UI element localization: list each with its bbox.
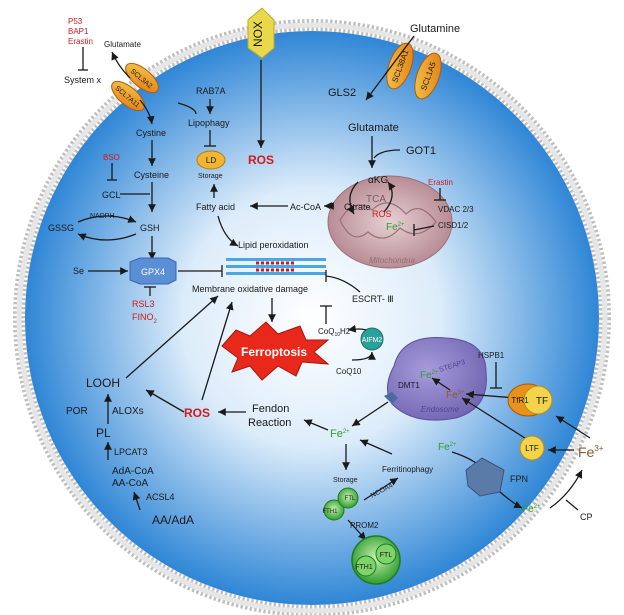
- glutamine-label: Glutamine: [410, 23, 460, 35]
- svg-text:Ferroptosis: Ferroptosis: [241, 345, 307, 359]
- fe3-endosome-label: Fe3+: [446, 390, 465, 401]
- scl38a1-transporter: SCL38A1: [386, 42, 414, 90]
- svg-text:AIFM2: AIFM2: [362, 337, 383, 344]
- fe3-outside-label: Fe3+: [578, 444, 604, 460]
- hspb1-label: HSPB1: [478, 351, 505, 360]
- cisd-label: CISD1/2: [438, 221, 469, 230]
- storage-bottom-label: Storage: [333, 477, 358, 484]
- gls2-label: GLS2: [328, 87, 356, 99]
- glutamate-left-label: Glutamate: [104, 40, 141, 49]
- coq10-label: CoQ10: [336, 367, 362, 376]
- aifm2-enzyme: AIFM2: [360, 327, 384, 351]
- fe2-fpn-label: Fe2+: [438, 442, 457, 453]
- citrate-label: Citrate: [344, 202, 371, 212]
- gsh-label: GSH: [140, 223, 160, 233]
- ros-top-label: ROS: [248, 153, 274, 167]
- cysteine-label: Cysteine: [134, 170, 169, 180]
- ros-bottom-label: ROS: [184, 406, 210, 420]
- cp-label: CP: [580, 512, 593, 522]
- erastin-right-label: Erastin: [428, 178, 453, 187]
- gssg-label: GSSG: [48, 223, 74, 233]
- gcl-label: GCL: [102, 190, 121, 200]
- cystine-label: Cystine: [136, 128, 166, 138]
- nox-label: NOX: [251, 21, 265, 47]
- fe2-pool-label: Fe2+: [330, 428, 350, 440]
- aa-coa-label: AA-CoA: [112, 478, 148, 489]
- tca-label: TCA: [366, 194, 386, 205]
- ferritin-cluster: FTH1 FTL: [323, 487, 359, 521]
- bap1-label: BAP1: [68, 27, 89, 36]
- aloxs-label: ALOXs: [112, 406, 144, 417]
- ac-coa-label: Ac-CoA: [290, 202, 321, 212]
- fino2-label: FINO2: [132, 312, 158, 325]
- por-label: POR: [66, 406, 88, 417]
- p53-label: P53: [68, 17, 83, 26]
- svg-text:FTL: FTL: [380, 552, 393, 559]
- dmt1-label: DMT1: [398, 381, 420, 390]
- svg-text:TfR1: TfR1: [511, 396, 529, 405]
- lpcat3-label: LPCAT3: [114, 447, 147, 457]
- ferritinophagy-label: Ferritinophagy: [382, 465, 433, 474]
- svg-text:GPX4: GPX4: [141, 267, 165, 277]
- fenton-label-1: Fendon: [252, 403, 289, 415]
- aa-ada-label: AA/AdA: [152, 513, 194, 527]
- endosome-label: Endosome: [421, 405, 460, 414]
- ferritin-vesicle: FTH1 FTL: [351, 535, 401, 585]
- looh-label: LOOH: [86, 376, 120, 390]
- coqh2-label: CoQ10H2: [318, 327, 351, 338]
- svg-text:FTH1: FTH1: [355, 564, 373, 571]
- ada-coa-label: AdA-CoA: [112, 466, 154, 477]
- mitochondria: Mitochondria: [327, 175, 453, 269]
- fpn-label: FPN: [510, 474, 528, 484]
- svg-text:FTL: FTL: [345, 496, 356, 502]
- got1-label: GOT1: [406, 145, 436, 157]
- gpx4-enzyme: GPX4: [129, 257, 177, 285]
- ld-storage-label: Storage: [198, 173, 223, 180]
- rsl3-label: RSL3: [132, 299, 155, 309]
- erastin-left-label: Erastin: [68, 37, 93, 46]
- lipid-bilayer: [226, 258, 326, 275]
- svg-text:LTF: LTF: [525, 444, 539, 453]
- system-x-label: System x: [64, 75, 102, 85]
- ferroptosis-burst: Ferroptosis: [221, 321, 330, 381]
- tfr1-tf-complex: TfR1 TF: [507, 383, 553, 417]
- ros-mito-label: ROS: [372, 209, 392, 219]
- svg-text:TF: TF: [536, 396, 548, 407]
- fe2-outside-label: Fe2+: [522, 504, 541, 515]
- fe2-endosome-label: Fe2+: [420, 370, 439, 381]
- dmt1-channel: [384, 392, 398, 404]
- scl1a5-transporter: SCL1A5: [414, 52, 442, 100]
- akg-label: αKG: [368, 175, 388, 186]
- lipid-peroxidation-label: Lipid peroxidation: [238, 240, 309, 250]
- nox-transporter: NOX: [247, 7, 275, 59]
- membrane-damage-label: Membrane oxidative damage: [192, 284, 308, 294]
- lipid-droplet: LD: [196, 150, 226, 170]
- mitochondria-label: Mitochondria: [369, 256, 415, 265]
- se-label: Se: [73, 266, 84, 276]
- svg-text:FTH1: FTH1: [323, 509, 339, 515]
- glutamate-right-label: Glutamate: [348, 122, 399, 134]
- fe-mito-label: Fe2+: [386, 222, 405, 233]
- vdac-label: VDAC 2/3: [438, 205, 474, 214]
- svg-text:LD: LD: [206, 156, 216, 165]
- lipophagy-label: Lipophagy: [188, 118, 230, 128]
- endosome: Endosome: [387, 337, 487, 421]
- bso-label: BSO: [103, 153, 120, 162]
- fatty-acid-label: Fatty acid: [196, 202, 235, 212]
- fenton-label-2: Reaction: [248, 417, 291, 429]
- prom2-label: PROM2: [350, 521, 379, 530]
- escrt-label: ESCRT- Ⅲ: [352, 294, 394, 304]
- rab7a-label: RAB7A: [196, 86, 226, 96]
- acsl4-label: ACSL4: [146, 492, 175, 502]
- pl-label: PL: [96, 426, 111, 440]
- cell-membrane: [13, 19, 611, 615]
- ltf-protein: LTF: [519, 435, 545, 461]
